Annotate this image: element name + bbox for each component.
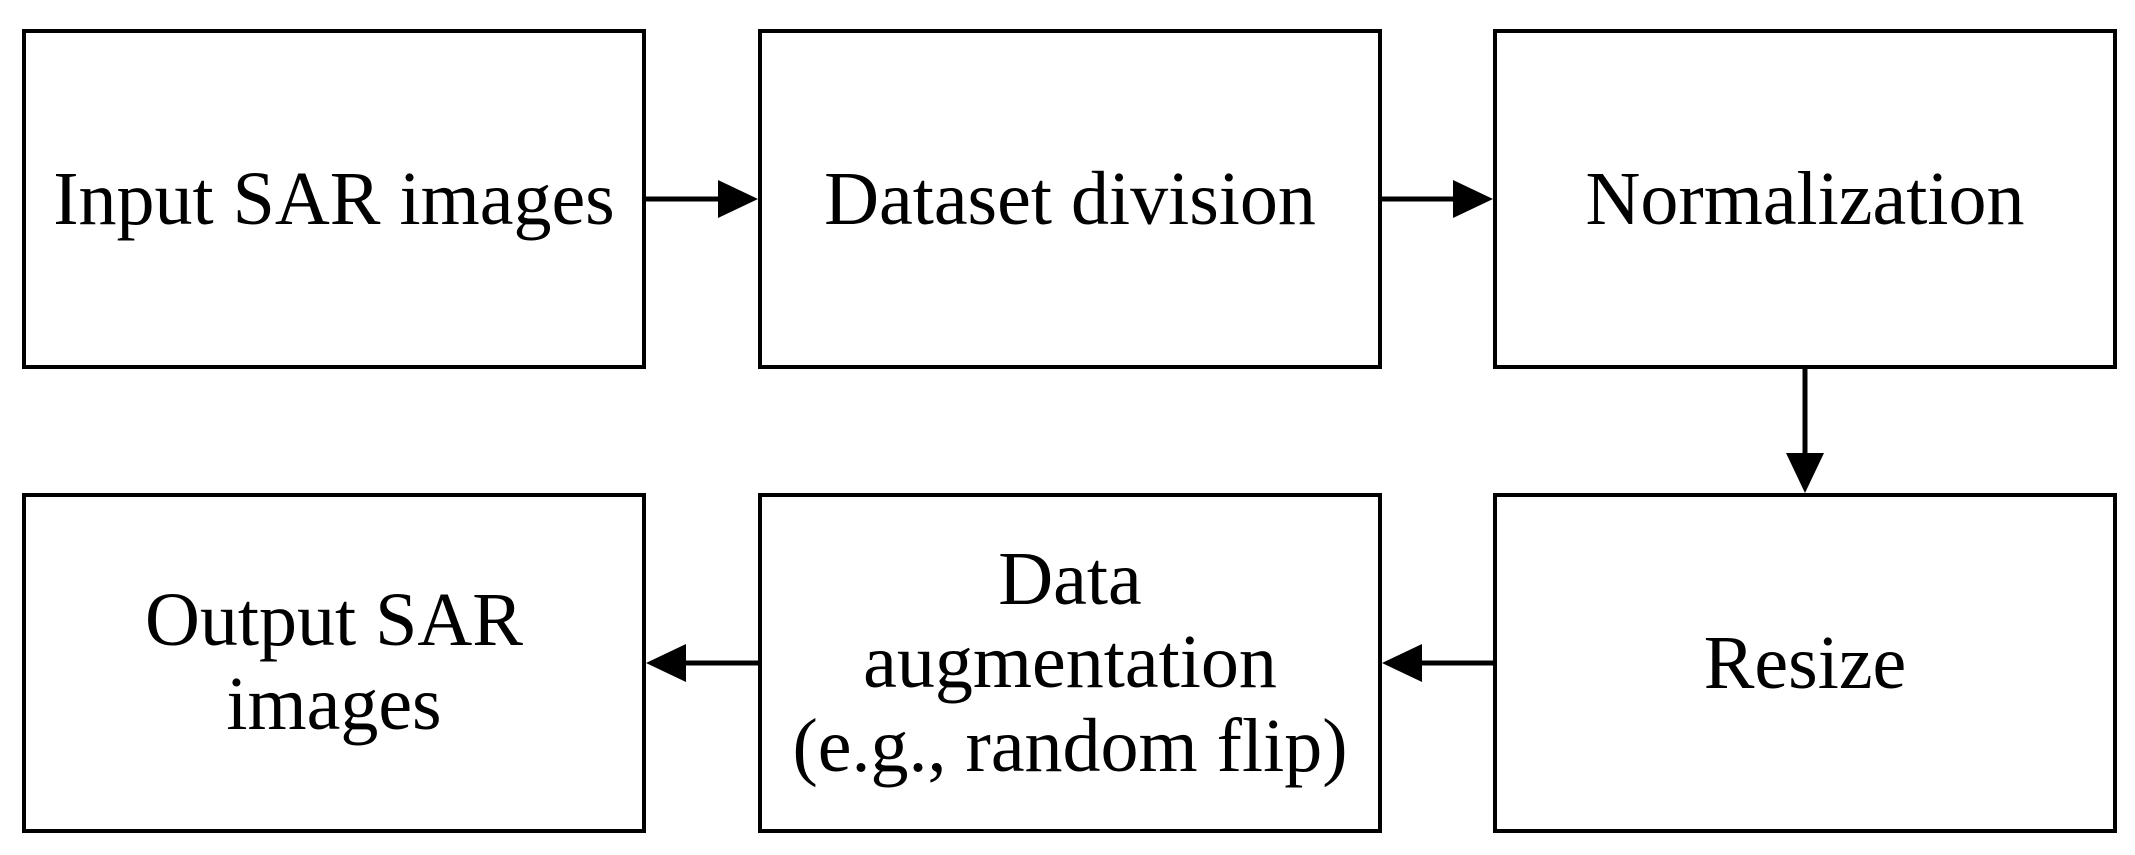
output-label-line-1: Output SAR [145, 578, 523, 663]
output-sar-images-box: Output SAR images [22, 493, 646, 833]
arrowhead-input-to-division [718, 180, 758, 218]
input-label: Input SAR images [53, 157, 615, 241]
augmentation-label-line-3: (e.g., random flip) [792, 703, 1348, 788]
normalization-label: Normalization [1585, 157, 2025, 241]
input-sar-images-box: Input SAR images [22, 29, 646, 369]
arrowhead-resize-to-augmentation [1382, 644, 1422, 682]
augmentation-label-line-2: augmentation [863, 620, 1277, 705]
arrowhead-normalization-to-resize [1786, 453, 1824, 493]
arrowhead-division-to-normalization [1453, 180, 1493, 218]
data-augmentation-box: Data augmentation (e.g., random flip) [758, 493, 1382, 833]
normalization-box: Normalization [1493, 29, 2117, 369]
division-label: Dataset division [824, 157, 1316, 241]
augmentation-label-line-1: Data [998, 536, 1142, 621]
resize-label: Resize [1703, 621, 1907, 705]
resize-box: Resize [1493, 493, 2117, 833]
output-label-line-2: images [226, 662, 442, 746]
dataset-division-box: Dataset division [758, 29, 1382, 369]
arrowhead-augmentation-to-output [646, 644, 686, 682]
